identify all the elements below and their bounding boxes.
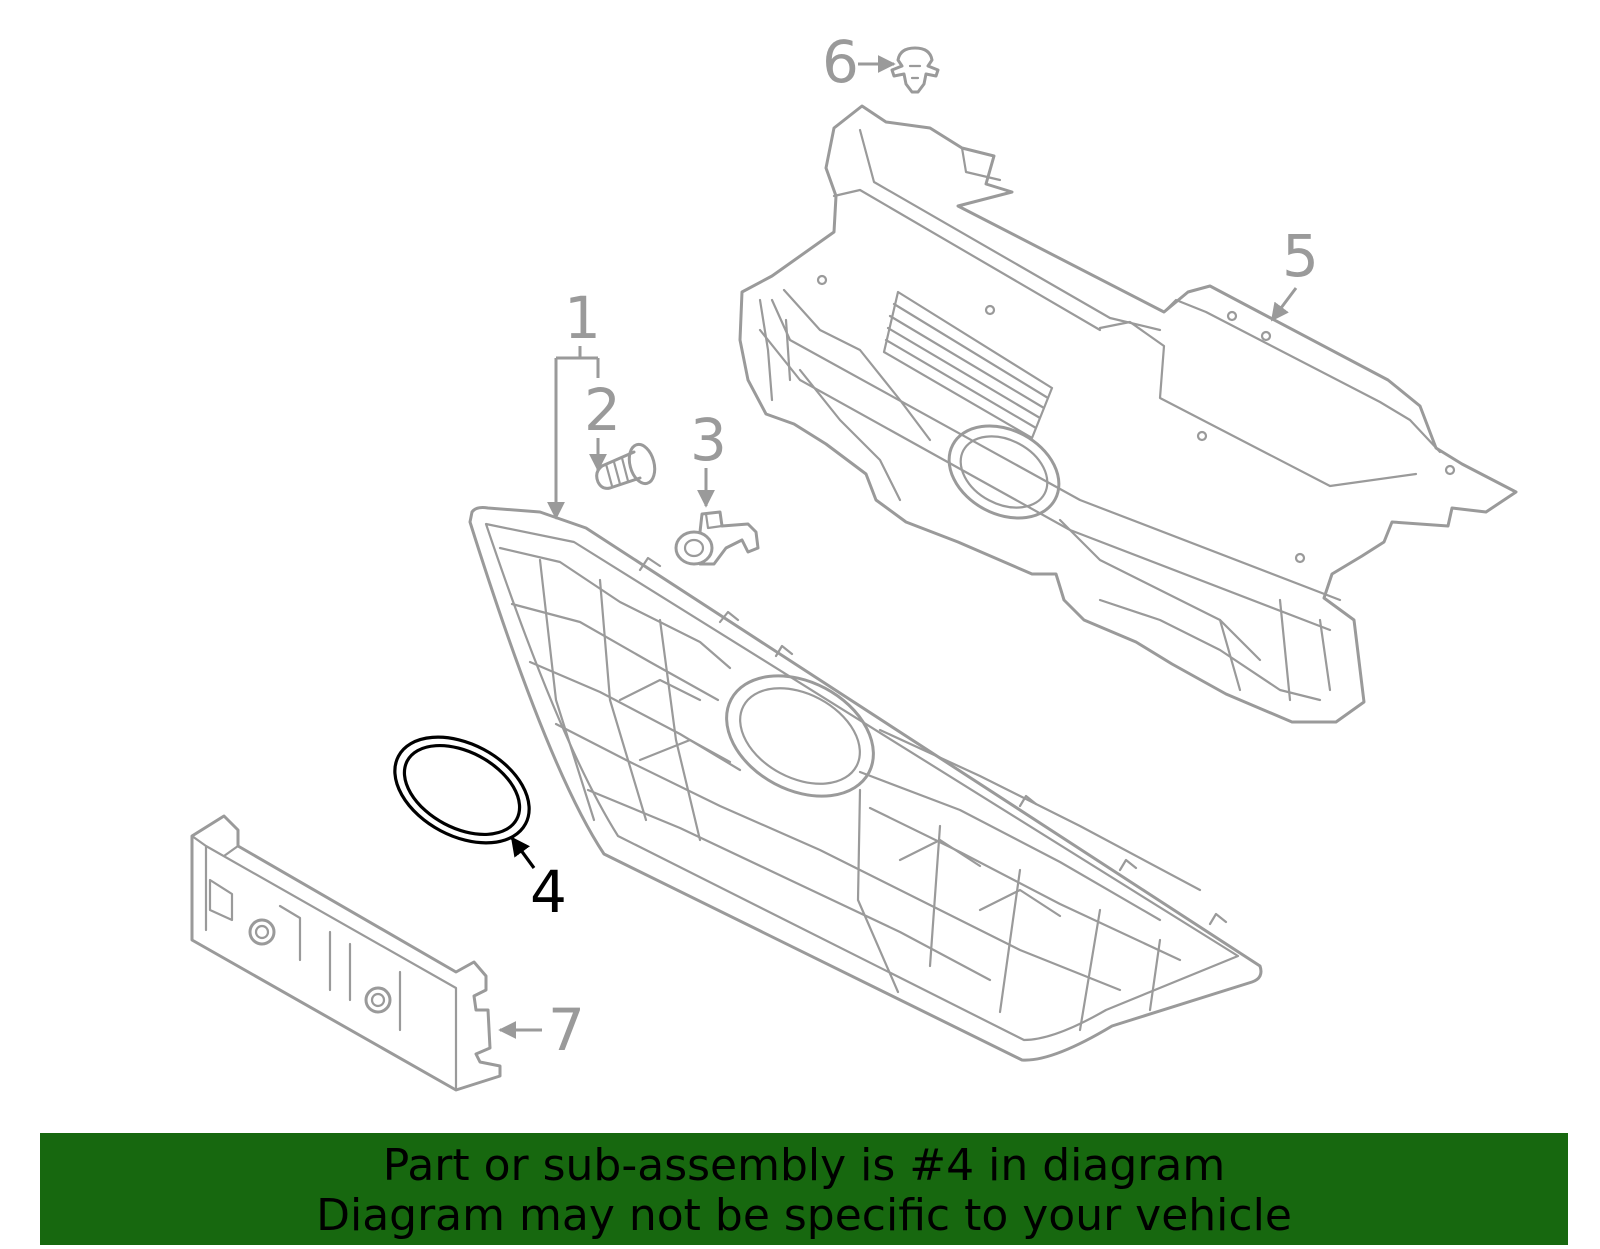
callout-6: 6 bbox=[822, 28, 896, 96]
callout-3-label: 3 bbox=[690, 406, 727, 474]
callout-2: 2 bbox=[584, 376, 621, 472]
callout-1-label: 1 bbox=[564, 284, 601, 352]
banner-line-part-number: Part or sub-assembly is #4 in diagram bbox=[382, 1140, 1226, 1191]
part-3-sensor bbox=[674, 510, 760, 566]
part-6-clip bbox=[890, 46, 940, 94]
callout-3: 3 bbox=[690, 406, 727, 508]
callout-4: 4 bbox=[510, 836, 567, 926]
part-5-grille-support bbox=[738, 104, 1518, 724]
part-2-bolt bbox=[595, 442, 657, 490]
part-1-grille bbox=[468, 506, 1263, 1062]
part-7-bracket bbox=[190, 814, 502, 1092]
callout-6-label: 6 bbox=[822, 28, 859, 96]
info-banner: Part or sub-assembly is #4 in diagram Di… bbox=[40, 1133, 1568, 1245]
callout-5: 5 bbox=[1270, 222, 1319, 322]
callout-5-label: 5 bbox=[1282, 222, 1319, 290]
callout-4-label: 4 bbox=[530, 858, 567, 926]
part-4-emblem-ring bbox=[393, 735, 531, 845]
callout-2-label: 2 bbox=[584, 376, 621, 444]
callout-1: 1 bbox=[547, 284, 601, 520]
callout-7-label: 7 bbox=[548, 996, 585, 1064]
callout-7: 7 bbox=[498, 996, 585, 1064]
banner-line-disclaimer: Diagram may not be specific to your vehi… bbox=[316, 1190, 1292, 1241]
